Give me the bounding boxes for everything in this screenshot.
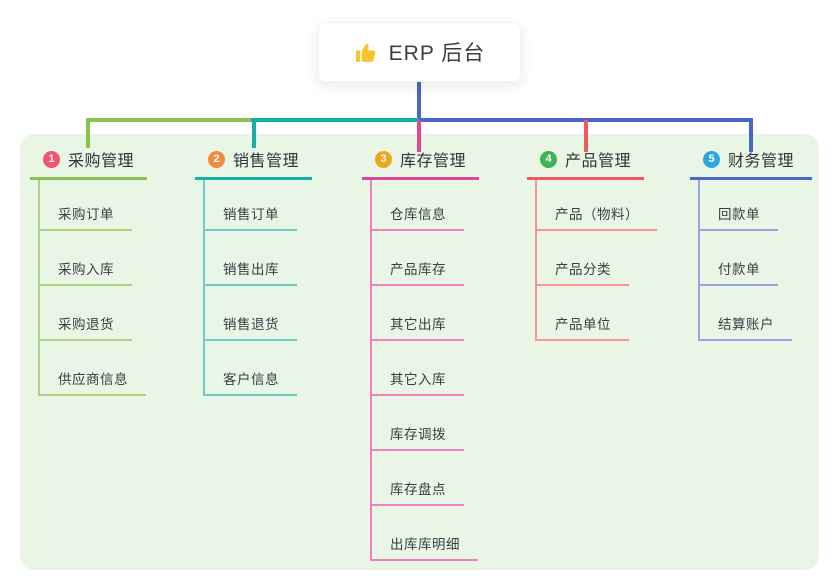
branch-badge: 2: [208, 150, 225, 168]
child-node[interactable]: 采购订单: [38, 207, 132, 231]
child-node[interactable]: 销售订单: [203, 207, 297, 231]
branch-badge: 4: [540, 150, 557, 168]
child-label: 销售出库: [223, 262, 279, 277]
branch-label: 库存管理: [400, 153, 467, 170]
child-label: 销售退货: [223, 317, 279, 332]
child-node[interactable]: 结算账户: [698, 317, 792, 341]
child-label: 供应商信息: [58, 372, 128, 387]
child-node[interactable]: 付款单: [698, 262, 778, 286]
connector-drop-4: [584, 120, 588, 152]
child-label: 产品单位: [555, 317, 611, 332]
child-node[interactable]: 销售出库: [203, 262, 297, 286]
branch-connector-line: [38, 180, 40, 396]
branch-header-4[interactable]: 4 产品管理: [527, 148, 644, 180]
branch-connector-line: [698, 180, 700, 341]
branch-badge: 5: [703, 150, 720, 168]
child-node[interactable]: 仓库信息: [370, 207, 464, 231]
child-label: 仓库信息: [390, 207, 446, 222]
child-label: 付款单: [718, 262, 760, 277]
child-node[interactable]: 库存盘点: [370, 482, 464, 506]
child-node[interactable]: 采购退货: [38, 317, 132, 341]
child-label: 其它入库: [390, 372, 446, 387]
child-label: 采购订单: [58, 207, 114, 222]
child-node[interactable]: 回款单: [698, 207, 778, 231]
connector-drop-1: [86, 120, 90, 148]
child-label: 结算账户: [718, 317, 774, 332]
child-label: 采购入库: [58, 262, 114, 277]
child-node[interactable]: 采购入库: [38, 262, 132, 286]
branch-badge: 3: [375, 150, 392, 168]
child-node[interactable]: 供应商信息: [38, 372, 146, 396]
mindmap-panel: [20, 134, 819, 570]
connector-drop-5: [749, 120, 753, 152]
child-node[interactable]: 出库库明细: [370, 537, 478, 561]
branch-connector-line: [370, 180, 372, 561]
branch-connector-line: [203, 180, 205, 396]
child-node[interactable]: 产品库存: [370, 262, 464, 286]
child-label: 其它出库: [390, 317, 446, 332]
branch-label: 产品管理: [565, 153, 632, 170]
child-label: 库存调拨: [390, 427, 446, 442]
root-label: ERP 后台: [388, 42, 486, 65]
connector-horizontal-mid: [251, 118, 421, 122]
child-label: 产品分类: [555, 262, 611, 277]
child-label: 出库库明细: [390, 537, 460, 552]
child-node[interactable]: 产品分类: [535, 262, 629, 286]
child-label: 产品库存: [390, 262, 446, 277]
child-label: 库存盘点: [390, 482, 446, 497]
connector-trunk: [417, 82, 421, 121]
child-node[interactable]: 库存调拨: [370, 427, 464, 451]
child-node[interactable]: 客户信息: [203, 372, 297, 396]
child-node[interactable]: 其它出库: [370, 317, 464, 341]
thumbs-up-icon: [354, 40, 379, 65]
child-node[interactable]: 产品单位: [535, 317, 629, 341]
branch-header-3[interactable]: 3 库存管理: [362, 148, 479, 180]
branch-connector-line: [535, 180, 537, 341]
child-node[interactable]: 产品（物料）: [535, 207, 657, 231]
branch-label: 采购管理: [68, 153, 135, 170]
connector-drop-3: [417, 120, 421, 152]
child-label: 采购退货: [58, 317, 114, 332]
branch-header-1[interactable]: 1 采购管理: [30, 148, 147, 180]
connector-horizontal-left: [86, 118, 253, 122]
child-label: 客户信息: [223, 372, 279, 387]
child-label: 产品（物料）: [555, 207, 639, 222]
branch-badge: 1: [43, 150, 60, 168]
branch-header-2[interactable]: 2 销售管理: [195, 148, 312, 180]
child-label: 回款单: [718, 207, 760, 222]
branch-label: 财务管理: [728, 153, 795, 170]
branch-label: 销售管理: [233, 153, 300, 170]
root-node[interactable]: ERP 后台: [318, 22, 521, 82]
child-node[interactable]: 其它入库: [370, 372, 464, 396]
child-node[interactable]: 销售退货: [203, 317, 297, 341]
connector-drop-2: [252, 120, 256, 148]
branch-header-5[interactable]: 5 财务管理: [690, 148, 812, 180]
child-label: 销售订单: [223, 207, 279, 222]
